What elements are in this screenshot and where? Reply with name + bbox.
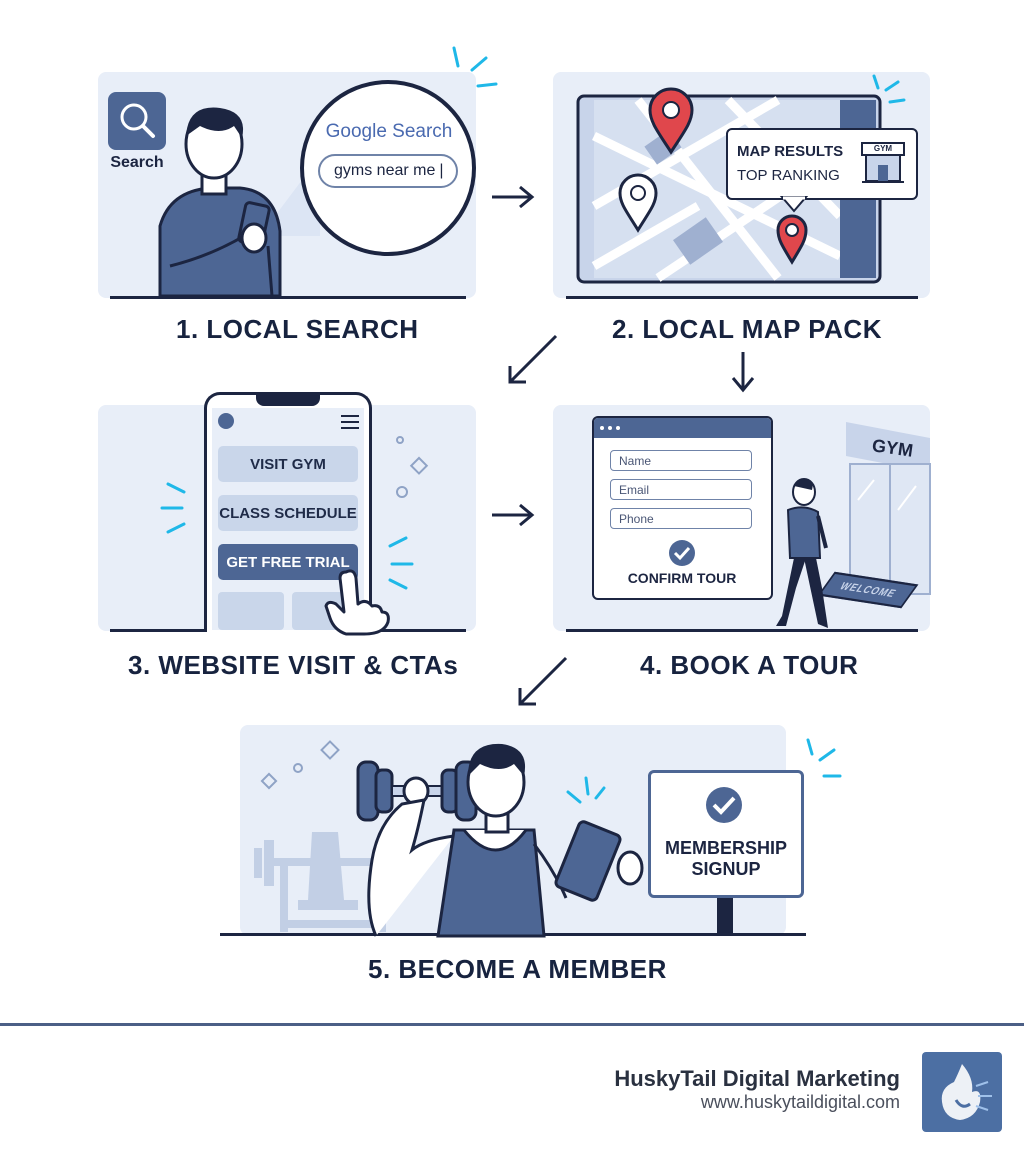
step2-baseline (566, 296, 918, 299)
arrow-right-icon (492, 185, 535, 209)
step2-title: 2. LOCAL MAP PACK (612, 314, 882, 344)
membership-signup-line2: SIGNUP (691, 859, 761, 879)
step5-title: 5. BECOME A MEMBER (368, 954, 667, 984)
membership-signup-line1: MEMBERSHIP (664, 838, 787, 858)
pointing-hand-icon (324, 569, 390, 636)
name-field[interactable]: Name (610, 450, 752, 471)
window-dot-icon (608, 426, 612, 430)
callout-pointer (779, 196, 809, 213)
window-dot-icon (600, 426, 604, 430)
sparkle-lines-icon (388, 536, 414, 590)
step1-title: 1. LOCAL SEARCH (176, 314, 419, 344)
checkmark-circle-icon (706, 787, 742, 823)
phone-field[interactable]: Phone (610, 508, 752, 529)
search-query-text: gyms near me (334, 162, 436, 179)
search-query-field[interactable]: gyms near me | (318, 154, 458, 188)
decorative-shapes (260, 740, 340, 790)
arrow-down-icon (731, 352, 755, 393)
sparkle-lines-icon (160, 482, 186, 534)
magnifier-icon (120, 103, 155, 138)
phone-card-placeholder (218, 592, 284, 630)
callout-line1: MAP RESULTS (737, 143, 844, 160)
step4-baseline (566, 629, 918, 632)
search-icon-label: Search (110, 154, 164, 171)
step1-baseline (110, 296, 466, 299)
class-schedule-button[interactable]: CLASS SCHEDULE (218, 495, 358, 531)
footer-divider (0, 1023, 1024, 1026)
avatar (218, 413, 234, 429)
visit-gym-button[interactable]: VISIT GYM (218, 446, 358, 482)
person-with-phone-illustration (158, 107, 320, 298)
map-pin-outline-icon (618, 173, 658, 233)
arrow-down-left-icon (518, 656, 568, 706)
gym-entrance-illustration (846, 422, 931, 595)
phone-notch (256, 392, 320, 406)
brand-url[interactable]: www.huskytaildigital.com (700, 1092, 900, 1112)
hamburger-menu-icon[interactable] (340, 414, 360, 430)
brand-name: HuskyTail Digital Marketing (614, 1066, 900, 1091)
confirm-tour-button[interactable]: CONFIRM TOUR (627, 570, 737, 586)
map-pin-red-icon (648, 87, 694, 155)
sparkle-lines-icon (872, 74, 906, 104)
google-search-label: Google Search (325, 121, 453, 142)
arrow-right-icon (492, 503, 535, 527)
search-icon-tile (108, 92, 166, 150)
get-free-trial-button[interactable]: GET FREE TRIAL (218, 544, 358, 580)
decorative-shapes (396, 436, 429, 498)
window-titlebar (594, 418, 771, 438)
sign-post (717, 896, 733, 934)
map-pin-small-red-icon (776, 214, 808, 265)
membership-signup-card (648, 770, 804, 898)
sparkle-lines-icon (452, 46, 498, 88)
sparkle-lines-icon (806, 738, 842, 778)
step3-title: 3. WEBSITE VISIT & CTAs (128, 650, 459, 680)
email-field[interactable]: Email (610, 479, 752, 500)
gym-building-sign: GYM (873, 144, 893, 153)
window-dot-icon (616, 426, 620, 430)
brand-logo-icon (922, 1052, 1002, 1132)
person-lifting-dumbbell-illustration (356, 743, 644, 938)
walking-person-illustration (776, 478, 828, 628)
checkmark-circle-icon (669, 540, 695, 566)
callout-line2: TOP RANKING (737, 167, 840, 184)
step4-title: 4. BOOK A TOUR (640, 650, 859, 680)
sparkle-lines-icon (566, 776, 606, 804)
welcome-mat-text: WELCOME (837, 580, 899, 600)
arrow-down-left-icon (508, 334, 558, 384)
text-cursor: | (439, 162, 444, 179)
gym-building-icon: GYM (860, 141, 906, 185)
